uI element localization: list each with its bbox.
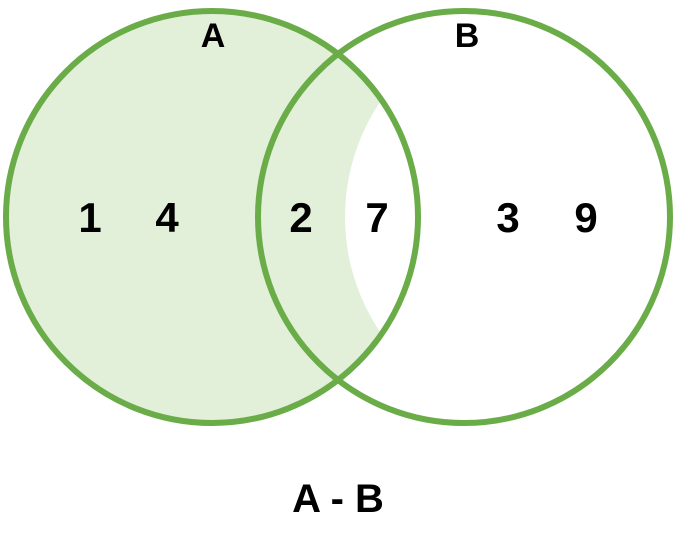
element-b-only: 3 (496, 194, 519, 241)
shaded-region-a-minus-b (6, 11, 418, 423)
element-a-and-b: 7 (365, 194, 388, 241)
circle-b (255, 8, 673, 426)
element-a-only: 1 (78, 194, 101, 241)
circle-a (3, 8, 421, 426)
diagram-caption: A - B (292, 477, 384, 521)
set-label-b: B (455, 17, 480, 55)
element-b-only: 9 (574, 194, 597, 241)
element-a-only: 4 (155, 194, 179, 241)
element-a-and-b: 2 (289, 194, 312, 241)
set-label-a: A (201, 17, 226, 55)
